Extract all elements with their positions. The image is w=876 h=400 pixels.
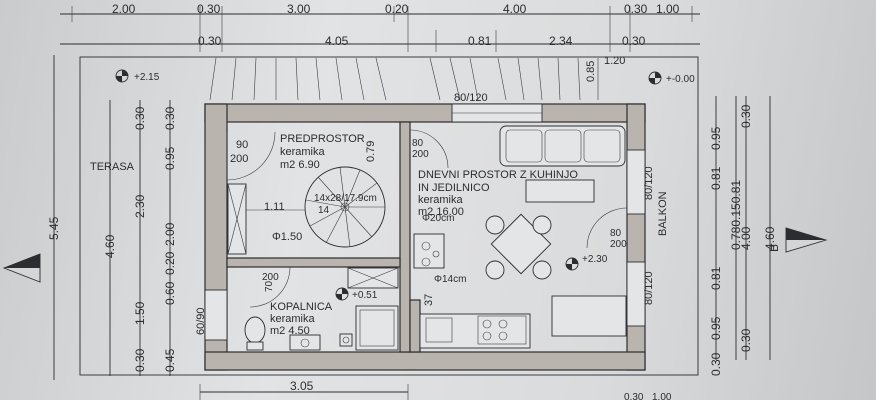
level-kopalnica: +0.51: [352, 290, 378, 301]
door-label-90-h: 200: [230, 153, 248, 165]
left-dim-c3-020: 0.20: [163, 251, 177, 275]
right-dim-095b: 0.95: [709, 316, 723, 340]
left-dimension-lines: [53, 55, 171, 380]
bottom-right-dim-030: 0.30: [624, 392, 644, 400]
right-dim-c3-030a: 0.30: [739, 104, 753, 128]
top-dim2-1: 0.30: [198, 34, 222, 48]
top-dim2-5: 0.30: [622, 34, 646, 48]
door-label-80b-h: 200: [610, 239, 627, 250]
section-marker-label: B: [767, 244, 781, 252]
room-predprostor-floor: keramika: [280, 146, 326, 158]
left-dim-c3-095: 0.95: [163, 146, 177, 170]
left-dim-150: 1.50: [133, 301, 147, 325]
left-dim-460: 4.60: [103, 234, 117, 258]
dim-120: 1.20: [604, 55, 625, 67]
pipe-label-1: Φ20cm: [422, 213, 454, 224]
top-dim-2: 0.30: [197, 2, 221, 16]
door-label-80b: 80: [610, 228, 622, 239]
level-entry: +-0.00: [666, 74, 695, 85]
right-dim-c3-030b: 0.30: [739, 328, 753, 352]
top-dim-1: 2.00: [112, 2, 136, 16]
right-dim-081b: 0.81: [709, 266, 723, 290]
door-swings: [226, 129, 628, 308]
left-dim-c3-200: 2.00: [163, 222, 177, 246]
room-dnevni-floor: keramika: [418, 194, 464, 206]
level-markers: [115, 69, 662, 301]
bottom-right-dim-100: 1.00: [652, 392, 672, 400]
room-dnevni-name2: IN JEDILNICO: [418, 182, 490, 194]
stair-hatching-top: [209, 57, 599, 101]
room-predprostor-area: m2 6.90: [280, 159, 320, 171]
left-dim-230: 2.30: [133, 194, 147, 218]
top-dim-7: 1.00: [656, 2, 680, 16]
top-dim-4: 0.20: [385, 2, 409, 16]
pipe-label-2: Φ14cm: [434, 274, 466, 285]
left-outer-dim: 5.45: [47, 216, 61, 240]
left-dim-c3-030: 0.30: [163, 106, 177, 130]
right-dim-c3-400: 4.00: [739, 226, 753, 250]
stair-diameter-label: Φ1.50: [272, 231, 302, 243]
room-predprostor-name: PREDPROSTOR: [280, 133, 365, 145]
exterior-walls: [204, 103, 646, 371]
left-dim-030a: 0.30: [133, 106, 147, 130]
room-dnevni-area: m2 16.00: [418, 206, 464, 218]
dim-37: 37: [423, 294, 435, 306]
left-dim-030b: 0.30: [133, 348, 147, 372]
terrace-label: TERASA: [90, 161, 135, 173]
window-label-right-bottom: 80/120: [643, 271, 655, 305]
section-arrow-right: [785, 227, 828, 253]
left-dim-c3-060: 0.60: [163, 281, 177, 305]
top-dim2-2: 4.05: [325, 34, 349, 48]
right-dim-095a: 0.95: [709, 126, 723, 150]
left-dim-c3-045: 0.45: [163, 348, 177, 372]
stair-steps-label: 14x28/17.9cm: [314, 193, 377, 204]
right-dimension-lines: [715, 96, 771, 360]
dim-085: 0.85: [585, 61, 597, 82]
right-outer-dim: 4.60: [763, 226, 777, 250]
level-dnevni: +2.30: [582, 254, 608, 265]
window-label-right-top: 80/120: [643, 166, 655, 200]
door-label-80a-h: 200: [412, 149, 429, 160]
bottom-dim-305: 3.05: [290, 379, 314, 393]
wardrobe-left: [227, 183, 247, 255]
room-kopalnica-area: m2 4.50: [270, 325, 310, 337]
balcony-label: BALKON: [657, 191, 669, 236]
section-arrow-left: [2, 253, 41, 283]
top-dim-3: 3.00: [287, 2, 311, 16]
terrace-outline: [79, 56, 699, 376]
room-dnevni-name: DNEVNI PROSTOR Z KUHINJO: [418, 169, 578, 181]
window-label-left: 60/90: [195, 307, 207, 335]
dim-111: 1.11: [264, 201, 285, 213]
level-terrace: +2.15: [134, 72, 160, 83]
room-kopalnica-floor: keramika: [270, 313, 316, 325]
room-kopalnica-name: KOPALNICA: [270, 301, 333, 313]
spiral-stair: [230, 166, 386, 248]
living-furniture: [413, 125, 627, 349]
top-dim-5: 4.00: [503, 2, 527, 16]
top-dimension-lines: [60, 6, 700, 52]
bathroom-fixtures: [244, 267, 399, 351]
top-dim2-4: 2.34: [549, 34, 573, 48]
window-label-top: 80/120: [454, 92, 488, 104]
top-dim2-3: 0.81: [468, 34, 492, 48]
door-label-70: 70: [264, 280, 275, 292]
top-dim-6: 0.30: [624, 2, 648, 16]
bottom-dimension-lines: [199, 384, 409, 400]
door-label-80a: 80: [412, 138, 424, 149]
right-dim-081a: 0.81: [709, 166, 723, 190]
right-dim-030: 0.30: [709, 352, 723, 376]
dim-079: 0.79: [365, 141, 377, 162]
stair-count-label: 14: [318, 205, 330, 216]
door-label-90: 90: [236, 139, 248, 151]
door-label-70-h: 200: [262, 272, 279, 283]
interior-walls: [226, 121, 421, 353]
right-dim-mid: 0.780.150.81: [729, 180, 743, 250]
